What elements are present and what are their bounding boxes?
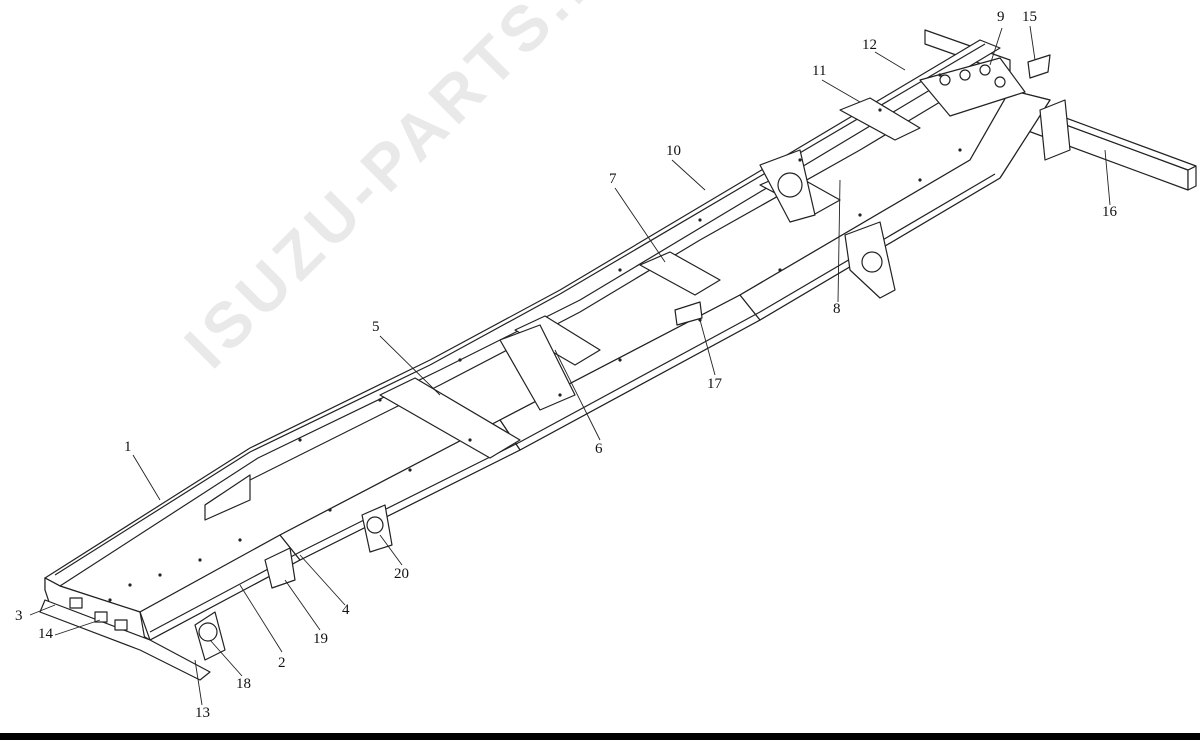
callout-1: 1 (124, 439, 132, 455)
callout-9: 9 (997, 9, 1005, 25)
bottom-border-bar (0, 733, 1200, 740)
rivet-holes (108, 73, 962, 602)
callout-19: 19 (313, 631, 328, 647)
callout-11: 11 (812, 63, 827, 79)
callout-2: 2 (278, 655, 286, 671)
callout-3: 3 (15, 608, 23, 624)
callout-14: 14 (38, 626, 53, 642)
spring-brackets (194, 54, 1071, 661)
callout-5: 5 (372, 319, 380, 335)
callout-10: 10 (666, 143, 681, 159)
callout-4: 4 (342, 602, 350, 618)
callout-17: 17 (707, 376, 722, 392)
callout-16: 16 (1102, 204, 1117, 220)
cross-members (379, 57, 1026, 459)
callout-13: 13 (195, 705, 210, 721)
right-side-rail (44, 89, 1051, 641)
callout-8: 8 (833, 301, 841, 317)
callout-15: 15 (1022, 9, 1037, 25)
left-side-rail (44, 39, 1001, 599)
callout-20: 20 (394, 566, 409, 582)
callout-18: 18 (236, 676, 251, 692)
callout-6: 6 (595, 441, 603, 457)
leader-lines (29, 25, 1111, 706)
front-crossmember (39, 577, 211, 681)
callout-7: 7 (609, 171, 617, 187)
callout-12: 12 (862, 37, 877, 53)
